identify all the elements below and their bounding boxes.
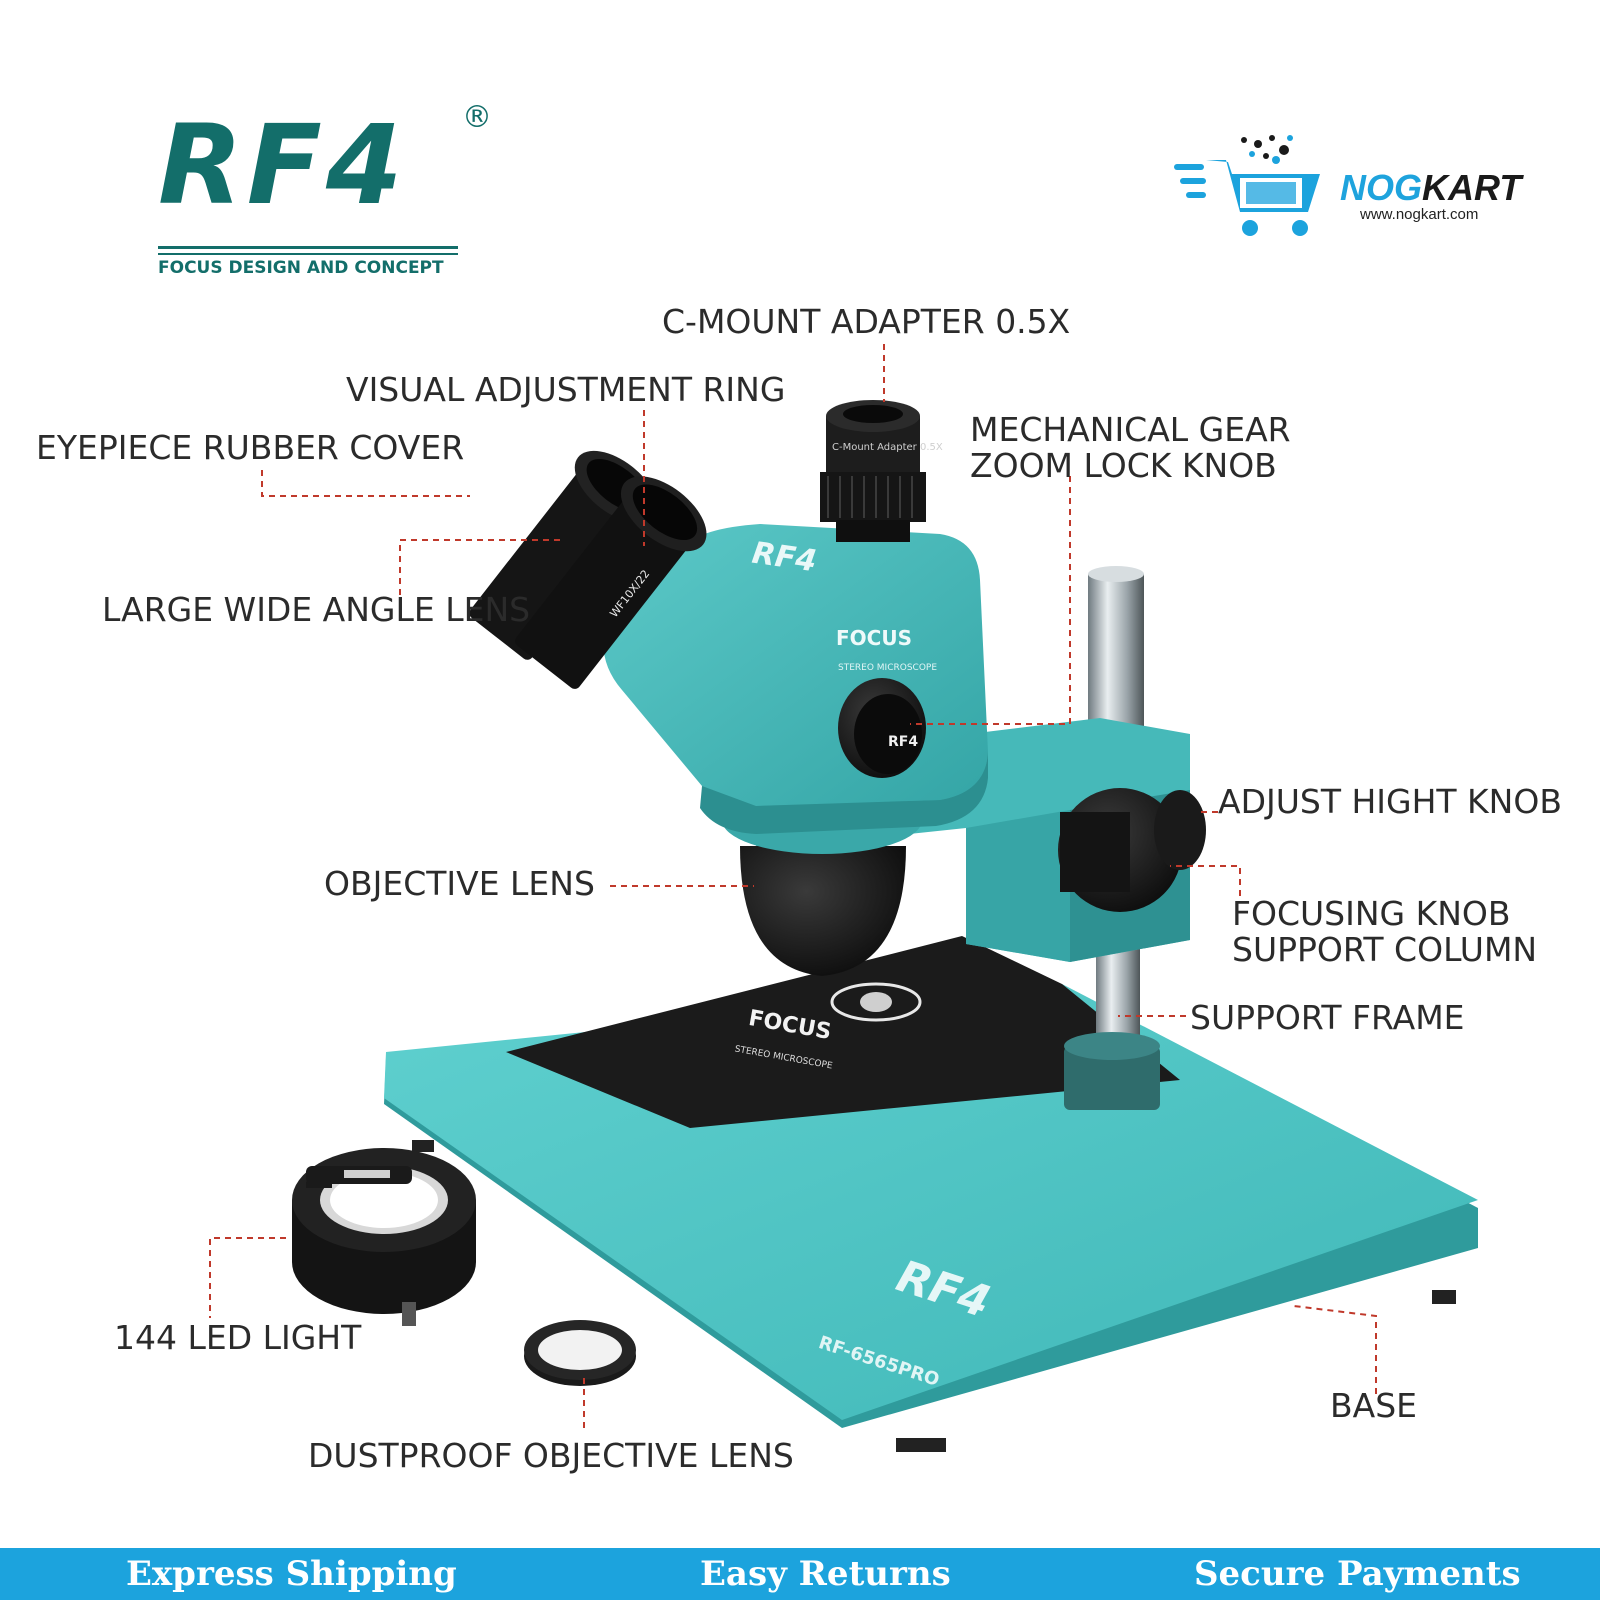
rf4-wordmark: RF4 bbox=[158, 101, 407, 229]
label-visual-adjustment-ring: VISUAL ADJUSTMENT RING bbox=[346, 370, 786, 409]
head-brand-print: FOCUS bbox=[836, 626, 912, 650]
brand-tagline: FOCUS DESIGN AND CONCEPT bbox=[158, 258, 444, 278]
label-large-wide-angle-lens: LARGE WIDE ANGLE LENS bbox=[102, 590, 531, 629]
label-adjust-hight-knob: ADJUST HIGHT KNOB bbox=[1218, 782, 1562, 821]
led-ring-light bbox=[292, 1148, 476, 1326]
adapter-mark-print: C-Mount Adapter 0.5X bbox=[832, 442, 943, 453]
nogkart-logo: NOGKART www.nogkart.com bbox=[1170, 130, 1570, 250]
label-144-led-light: 144 LED LIGHT bbox=[114, 1318, 362, 1357]
rf4-brand-logo: RF4 ® FOCUS DESIGN AND CONCEPT bbox=[150, 100, 510, 290]
microscope-illustration bbox=[209, 344, 1478, 1452]
nogkart-wordmark: NOGKART bbox=[1340, 168, 1521, 208]
footer-easy-returns: Easy Returns bbox=[700, 1554, 951, 1594]
shopping-cart-icon bbox=[1174, 135, 1320, 236]
nogkart-wordmark-part1: NOG bbox=[1340, 167, 1423, 208]
eyepieces bbox=[469, 450, 707, 689]
label-dustproof-objective-lens: DUSTPROOF OBJECTIVE LENS bbox=[308, 1436, 794, 1475]
label-c-mount-adapter: C-MOUNT ADAPTER 0.5X bbox=[662, 302, 1071, 341]
store-url: www.nogkart.com bbox=[1360, 206, 1479, 223]
base-plate bbox=[384, 936, 1478, 1452]
knob-logo-print: RF4 bbox=[888, 734, 919, 750]
leader-lines bbox=[209, 344, 1377, 1428]
label-support-column: SUPPORT COLUMN bbox=[1232, 930, 1538, 969]
label-base: BASE bbox=[1330, 1386, 1418, 1425]
label-zoom-lock-knob: ZOOM LOCK KNOB bbox=[970, 446, 1277, 485]
nogkart-wordmark-part2: KART bbox=[1422, 167, 1522, 208]
label-mechanical-gear: MECHANICAL GEAR bbox=[970, 410, 1291, 449]
label-eyepiece-rubber-cover: EYEPIECE RUBBER COVER bbox=[36, 428, 465, 467]
base-black-pad bbox=[506, 936, 1180, 1128]
head-sub-print: STEREO MICROSCOPE bbox=[838, 663, 938, 673]
registered-mark-icon: ® bbox=[462, 100, 492, 135]
footer-express-shipping: Express Shipping bbox=[126, 1554, 457, 1594]
dustproof-lens-ring bbox=[524, 1320, 636, 1386]
label-support-frame: SUPPORT FRAME bbox=[1190, 998, 1465, 1037]
zoom-knob bbox=[838, 678, 926, 778]
c-mount-adapter bbox=[820, 400, 926, 542]
footer-secure-payments: Secure Payments bbox=[1194, 1554, 1521, 1594]
label-objective-lens: OBJECTIVE LENS bbox=[324, 864, 595, 903]
footer-bar: Express Shipping Easy Returns Secure Pay… bbox=[0, 1548, 1600, 1600]
logo-rule-thin bbox=[158, 253, 458, 255]
label-focusing-knob: FOCUSING KNOB bbox=[1232, 894, 1511, 933]
logo-rule bbox=[158, 246, 458, 249]
